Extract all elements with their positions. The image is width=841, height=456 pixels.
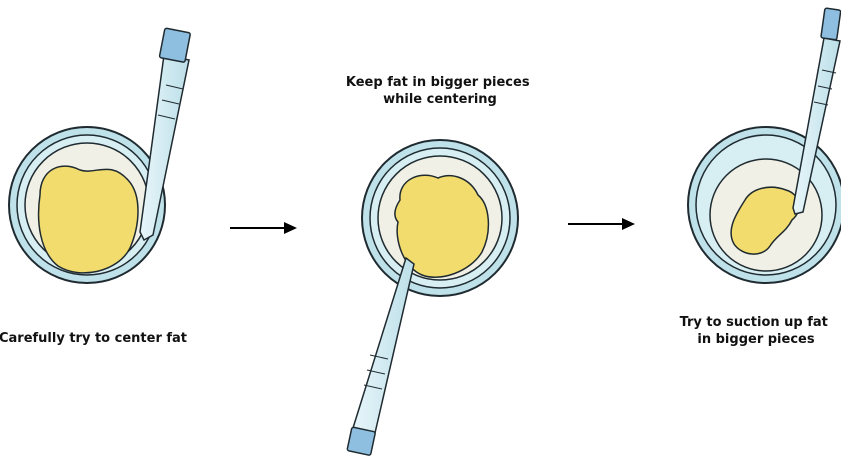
step-1: Carefully try to center fat <box>0 28 191 346</box>
step-2: Keep fat in bigger pieces while centerin… <box>346 75 534 455</box>
right-arrow-icon <box>568 218 635 230</box>
pipette-body <box>353 258 414 433</box>
petri-dish-icon <box>9 127 165 283</box>
fat-blob <box>39 166 138 273</box>
pipette-icon <box>347 258 414 455</box>
pipette-cap <box>821 8 841 40</box>
step-1-caption: Carefully try to center fat <box>0 331 187 346</box>
pipette-cap <box>347 427 375 455</box>
petri-dish-icon <box>362 140 518 296</box>
pipette-cap <box>159 28 190 62</box>
right-arrow-icon <box>230 222 297 234</box>
step-3: Try to suction up fat in bigger pieces <box>680 8 841 347</box>
petri-dish-icon <box>688 127 841 283</box>
step-3-caption: Try to suction up fat in bigger pieces <box>680 315 833 347</box>
step-2-caption: Keep fat in bigger pieces while centerin… <box>346 75 534 107</box>
